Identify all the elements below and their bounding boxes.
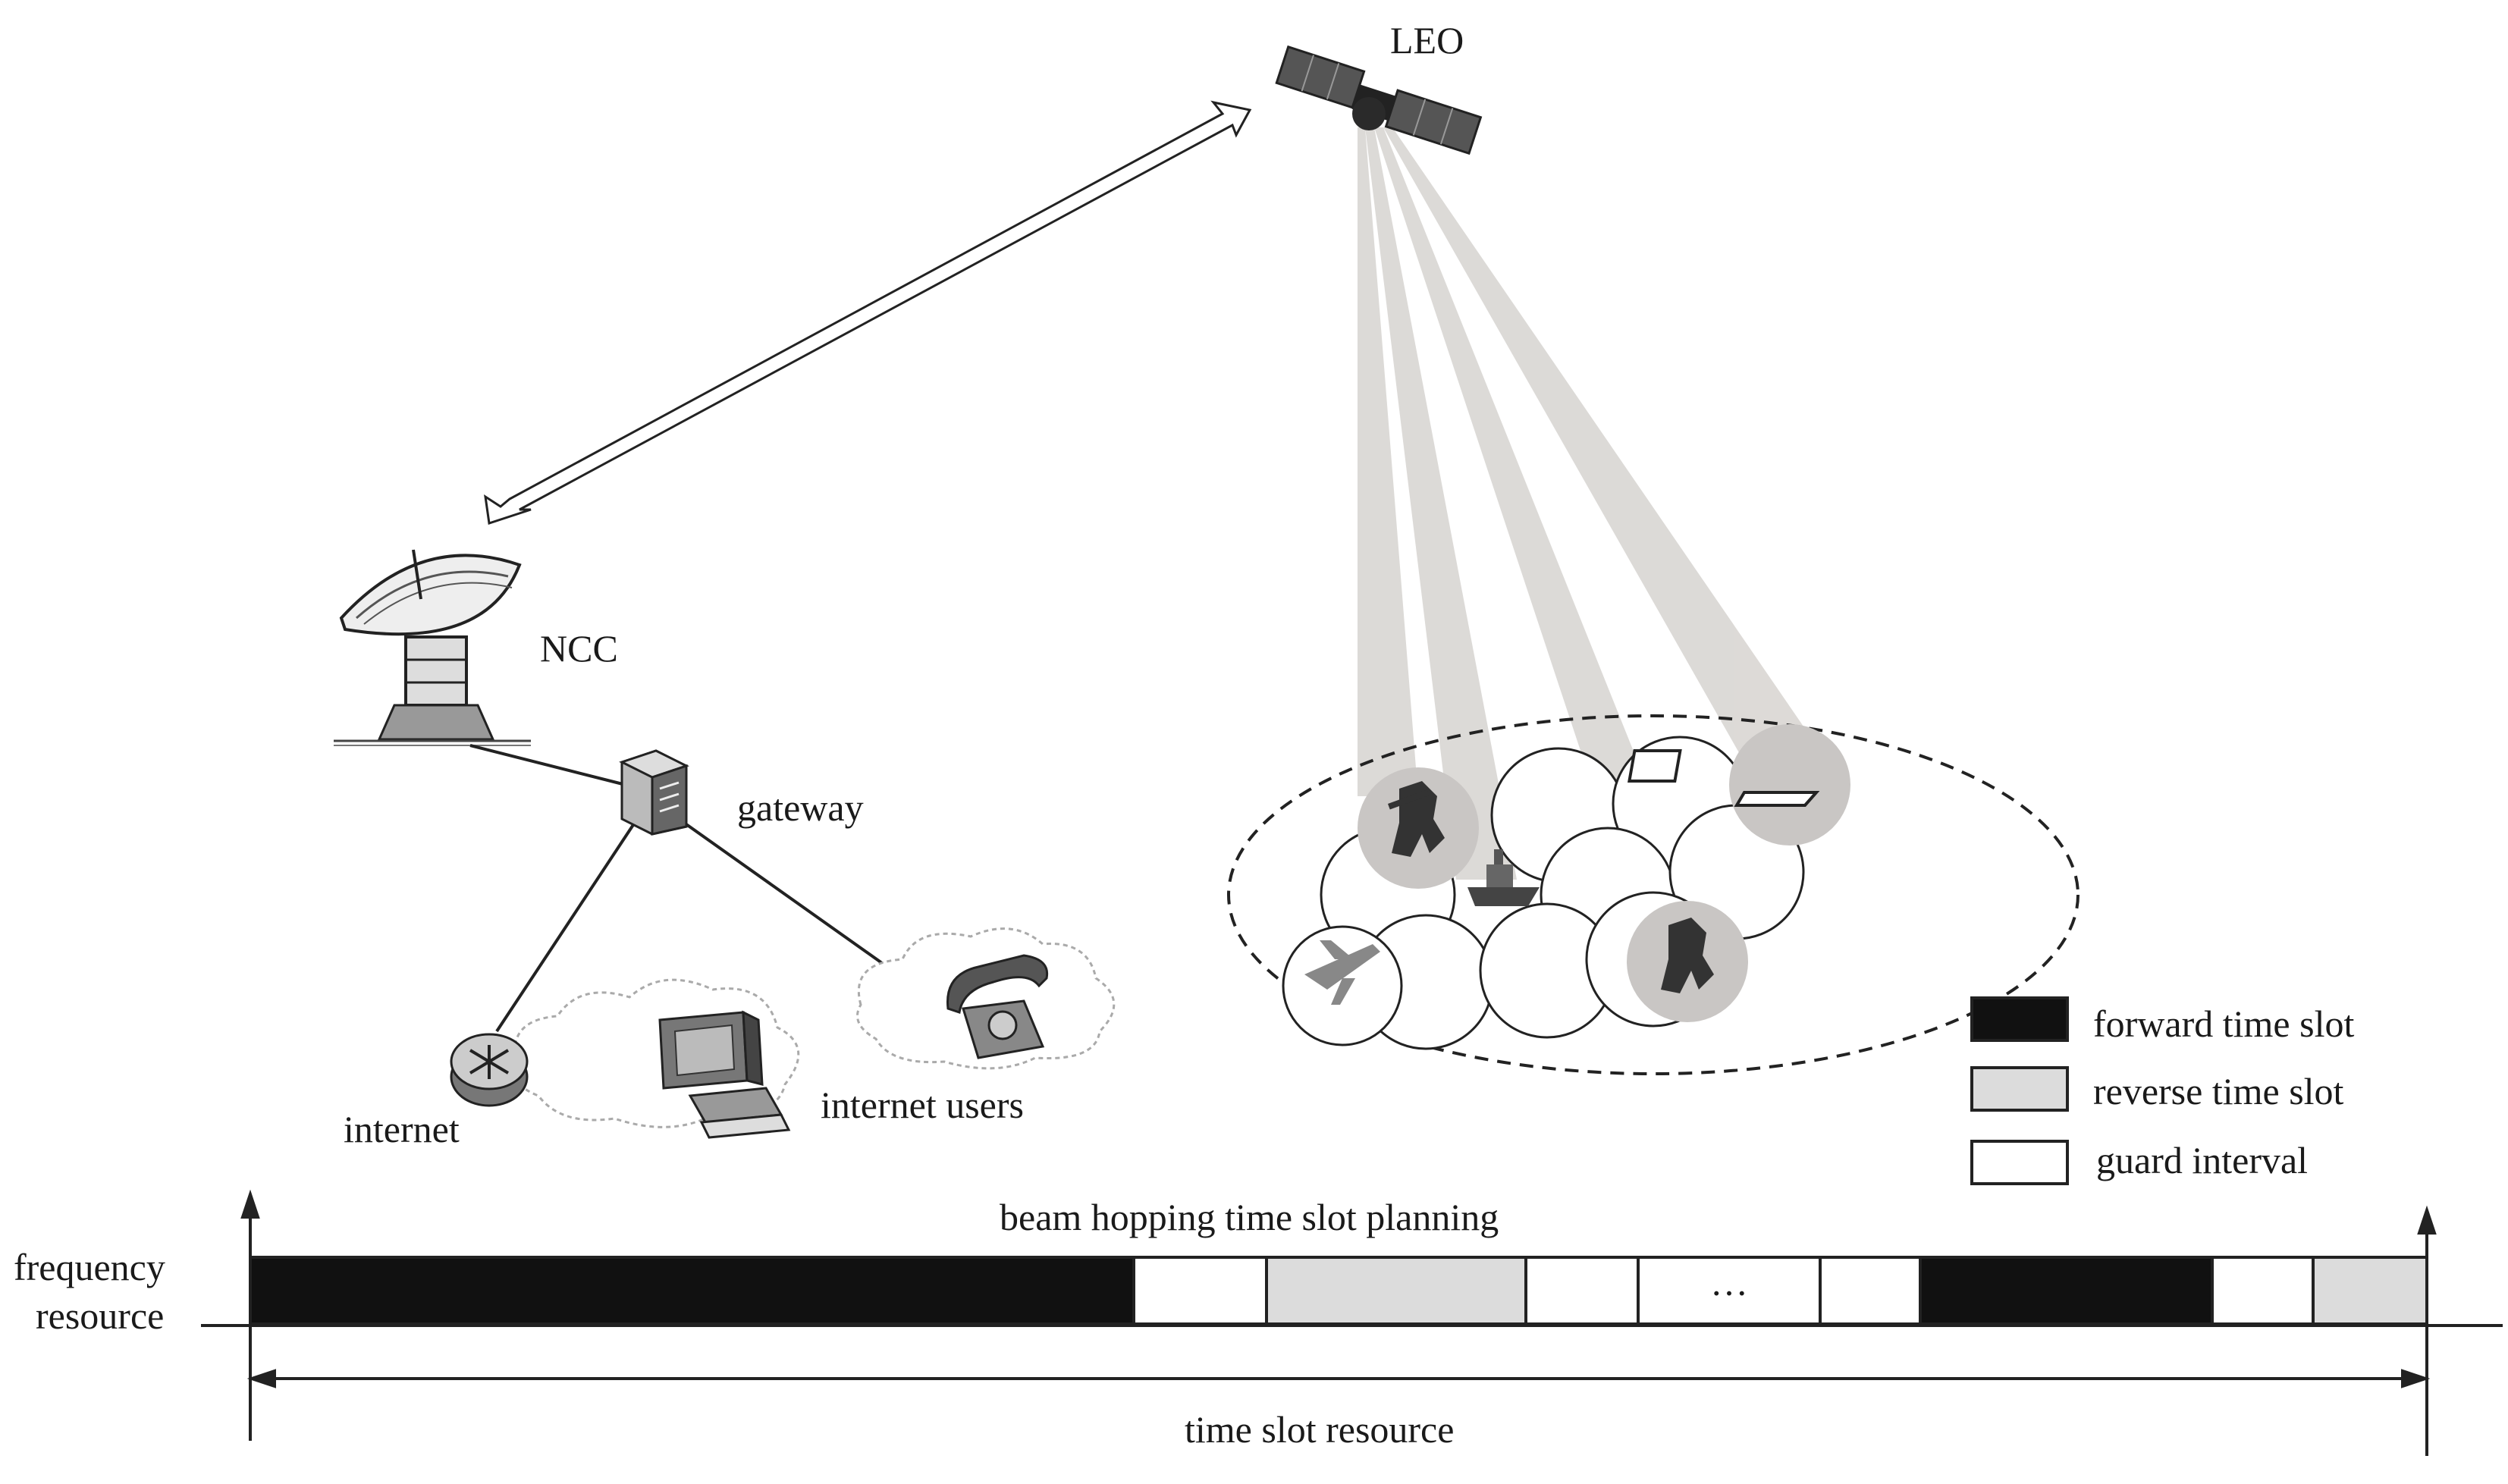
slot-forward [249,1256,1135,1326]
ground-satellite-link [484,100,1252,525]
leo-label: LEO [1390,19,1464,61]
legend: forward time slot reverse time slot guar… [1970,996,2354,1185]
dish-antenna-icon [334,549,531,746]
slot-forward [1919,1256,2214,1326]
legend-swatch-guard [1970,1140,2069,1185]
legend-label: reverse time slot [2093,1070,2344,1112]
planning-title: beam hopping time slot planning [1000,1196,1499,1238]
slot-reverse [2312,1256,2428,1326]
cloud-icon [856,927,1116,1070]
time-axis-label: time slot resource [1185,1408,1454,1451]
ncc-label: NCC [540,627,618,670]
legend-label: forward time slot [2093,1002,2354,1045]
telephone-icon [946,954,1049,1059]
soldier-icon [1661,918,1714,993]
soldier-icon [1388,781,1445,857]
computer-icon [658,1010,791,1139]
internet-users-label: internet users [821,1084,1024,1126]
gateway-label: gateway [737,786,864,829]
frequency-label-line2: resource [36,1294,164,1337]
router-icon [450,1033,529,1107]
legend-item-guard: guard interval [1970,1139,2308,1185]
airplane-icon [1304,940,1380,1005]
legend-swatch-reverse [1970,1066,2069,1112]
time-slot-bar [249,1256,2428,1326]
slot-ellipsis [1637,1256,1822,1326]
ship-icon [1467,849,1540,906]
coverage-area [1227,714,2080,1075]
frequency-label-line1: frequency [14,1246,165,1288]
ellipsis-label: … [1710,1261,1748,1304]
time-axis [246,1369,2431,1388]
gateway-server-icon [619,749,689,836]
network-links [469,744,889,1033]
slot-guard [1132,1256,1268,1326]
internet-label: internet [344,1108,460,1150]
active-beam-cell [1729,724,1850,846]
satellite-icon [1275,45,1483,155]
slot-reverse [1265,1256,1527,1326]
legend-item-forward: forward time slot [1970,996,2354,1045]
legend-swatch-forward [1970,996,2069,1042]
legend-item-reverse: reverse time slot [1970,1066,2344,1112]
slot-guard [2211,1256,2315,1326]
laptop-icon [1628,749,1820,807]
legend-label: guard interval [2096,1139,2308,1181]
slot-guard [1819,1256,1922,1326]
slot-guard [1524,1256,1640,1326]
